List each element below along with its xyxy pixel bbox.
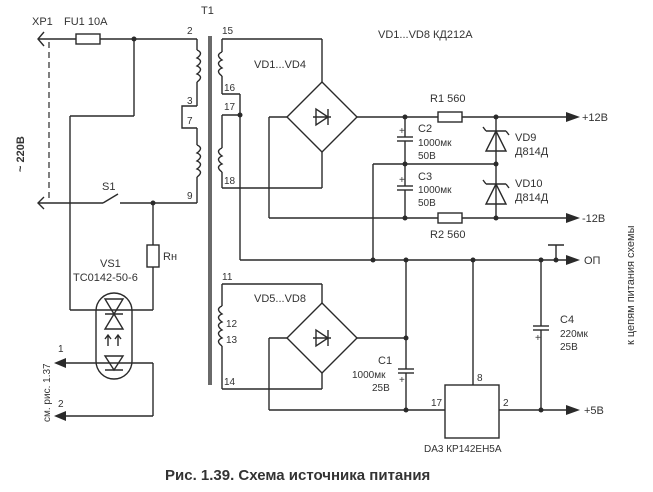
output-arrow-plus5-icon: [566, 405, 580, 415]
fu1-label: FU1 10A: [64, 16, 108, 28]
c2-ref: C2: [418, 123, 432, 135]
output-arrow-common-icon: [566, 255, 580, 265]
pin-label: 12: [226, 319, 238, 330]
output-plus5-label: +5В: [584, 405, 604, 417]
r1-label: R1 560: [430, 93, 465, 105]
output-minus12-label: -12В: [582, 213, 605, 225]
pin-label: 11: [222, 272, 233, 283]
triac-symbol-icon: [103, 298, 125, 330]
c3-value: 1000мк: [418, 185, 452, 196]
resistor-rn: [146, 244, 160, 268]
mains-voltage-label: ~ 220В: [15, 136, 27, 172]
diodes-note: VD1...VD8 КД212А: [378, 29, 473, 41]
c1-ref: C1: [378, 355, 392, 367]
vd9-ref: VD9: [515, 132, 536, 144]
input-arrow-2-icon: [54, 411, 66, 421]
outputs-side-label: к цепям питания схемы: [625, 225, 637, 345]
junction-dot: [237, 112, 243, 118]
pin-label: 17: [224, 102, 236, 113]
optotriac-vs1: [95, 292, 133, 380]
diode-symbol-icon: [313, 328, 331, 348]
primary-winding-2: [195, 144, 202, 178]
fuse-fu1: [75, 33, 101, 45]
regulator-da3: [444, 384, 500, 439]
primary-jumper-3-7: [181, 105, 197, 129]
pin-label: 18: [224, 176, 236, 187]
pin-label: 9: [187, 191, 193, 202]
da3-pin-in: 17: [431, 398, 443, 409]
light-arrows-icon: [104, 333, 122, 346]
input-arrow-1-icon: [54, 358, 66, 368]
t1-label: T1: [201, 5, 214, 17]
pin-label: 7: [187, 116, 193, 127]
terminal-2-label: 2: [58, 399, 64, 410]
plug-pin-bottom-icon: [37, 196, 45, 210]
pin-label: 14: [224, 377, 236, 388]
external-ref-label: см. рис. 1.37: [42, 363, 53, 422]
terminal-1-label: 1: [58, 344, 64, 355]
test-point: [548, 244, 564, 260]
secondary-winding-17-18: [217, 147, 224, 173]
junction-dot: [370, 257, 376, 263]
junction-dot: [402, 215, 408, 221]
zener-vd10: [482, 179, 510, 205]
s1-label: S1: [102, 181, 115, 193]
primary-winding-1: [195, 49, 202, 83]
da3-pin-gnd: 8: [477, 373, 483, 384]
polarity-plus: +: [399, 375, 405, 386]
pin-label: 16: [224, 83, 236, 94]
c3-voltage: 50В: [418, 198, 436, 209]
pin-label: 2: [187, 26, 193, 37]
resistor-r1: [437, 111, 463, 123]
polarity-plus: +: [535, 333, 541, 344]
switch-s1[interactable]: [102, 193, 119, 204]
vs1-ref: VS1: [100, 258, 121, 270]
c4-voltage: 25В: [560, 342, 578, 353]
c3-ref: C3: [418, 171, 432, 183]
vd9-part: Д814Д: [515, 146, 549, 158]
c1-voltage: 25В: [372, 383, 390, 394]
xp1-label: XP1: [32, 16, 53, 28]
resistor-r2: [437, 212, 463, 224]
polarity-plus: +: [399, 126, 405, 137]
da3-pin-out: 2: [503, 398, 509, 409]
bridge1-label: VD1...VD4: [254, 59, 306, 71]
secondary-winding-15-16: [217, 51, 224, 77]
pin-label: 15: [222, 26, 234, 37]
c4-ref: C4: [560, 314, 574, 326]
polarity-plus: +: [399, 175, 405, 186]
c1-value: 1000мк: [352, 370, 386, 381]
diode-symbol-icon: [313, 107, 331, 127]
pin-label: 13: [226, 335, 238, 346]
junction-dot: [493, 215, 499, 221]
output-plus12-label: +12В: [582, 112, 608, 124]
output-arrow-plus12-icon: [566, 112, 580, 122]
zener-vd9: [482, 126, 510, 152]
secondary-winding-11-14: [217, 305, 224, 347]
mains-connector-xp1: [37, 31, 50, 210]
pin-label: 3: [187, 96, 193, 107]
vs1-part: ТС0142-50-6: [73, 272, 138, 284]
plug-pin-top-icon: [37, 31, 45, 47]
vd10-part: Д814Д: [515, 192, 549, 204]
figure-caption: Рис. 1.39. Схема источника питания: [165, 467, 430, 484]
r2-label: R2 560: [430, 229, 465, 241]
c2-voltage: 50В: [418, 151, 436, 162]
rn-label: Rн: [163, 251, 177, 263]
bridge2-label: VD5...VD8: [254, 293, 306, 305]
vd10-ref: VD10: [515, 178, 543, 190]
output-arrow-minus12-icon: [566, 213, 580, 223]
c2-value: 1000мк: [418, 138, 452, 149]
c4-value: 220мк: [560, 329, 589, 340]
da3-label: DA3 КР142ЕН5А: [424, 444, 502, 455]
output-common-label: ОП: [584, 255, 601, 267]
